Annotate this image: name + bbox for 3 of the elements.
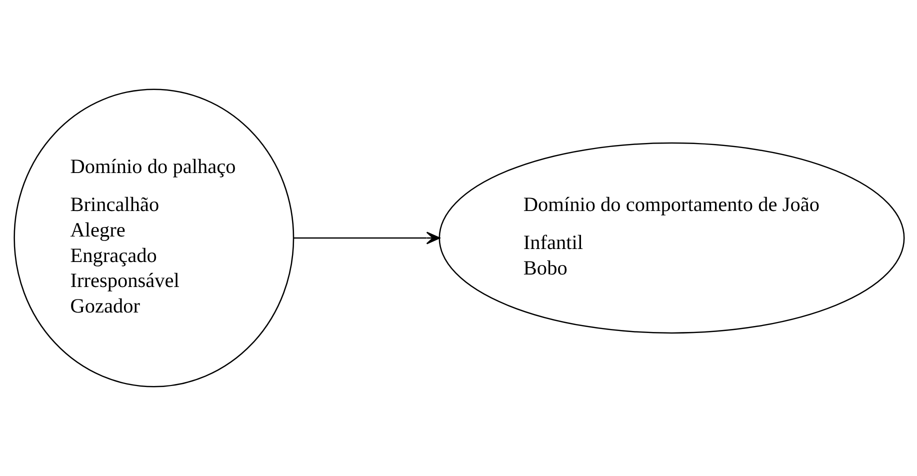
node-ellipse: Domínio do comportamento de João Infantil Bobo bbox=[438, 142, 904, 334]
node-circle: Domínio do palhaço Brincalhão Alegre Engraçado Irresponsável Gozador bbox=[13, 88, 294, 388]
arrow bbox=[293, 232, 440, 244]
